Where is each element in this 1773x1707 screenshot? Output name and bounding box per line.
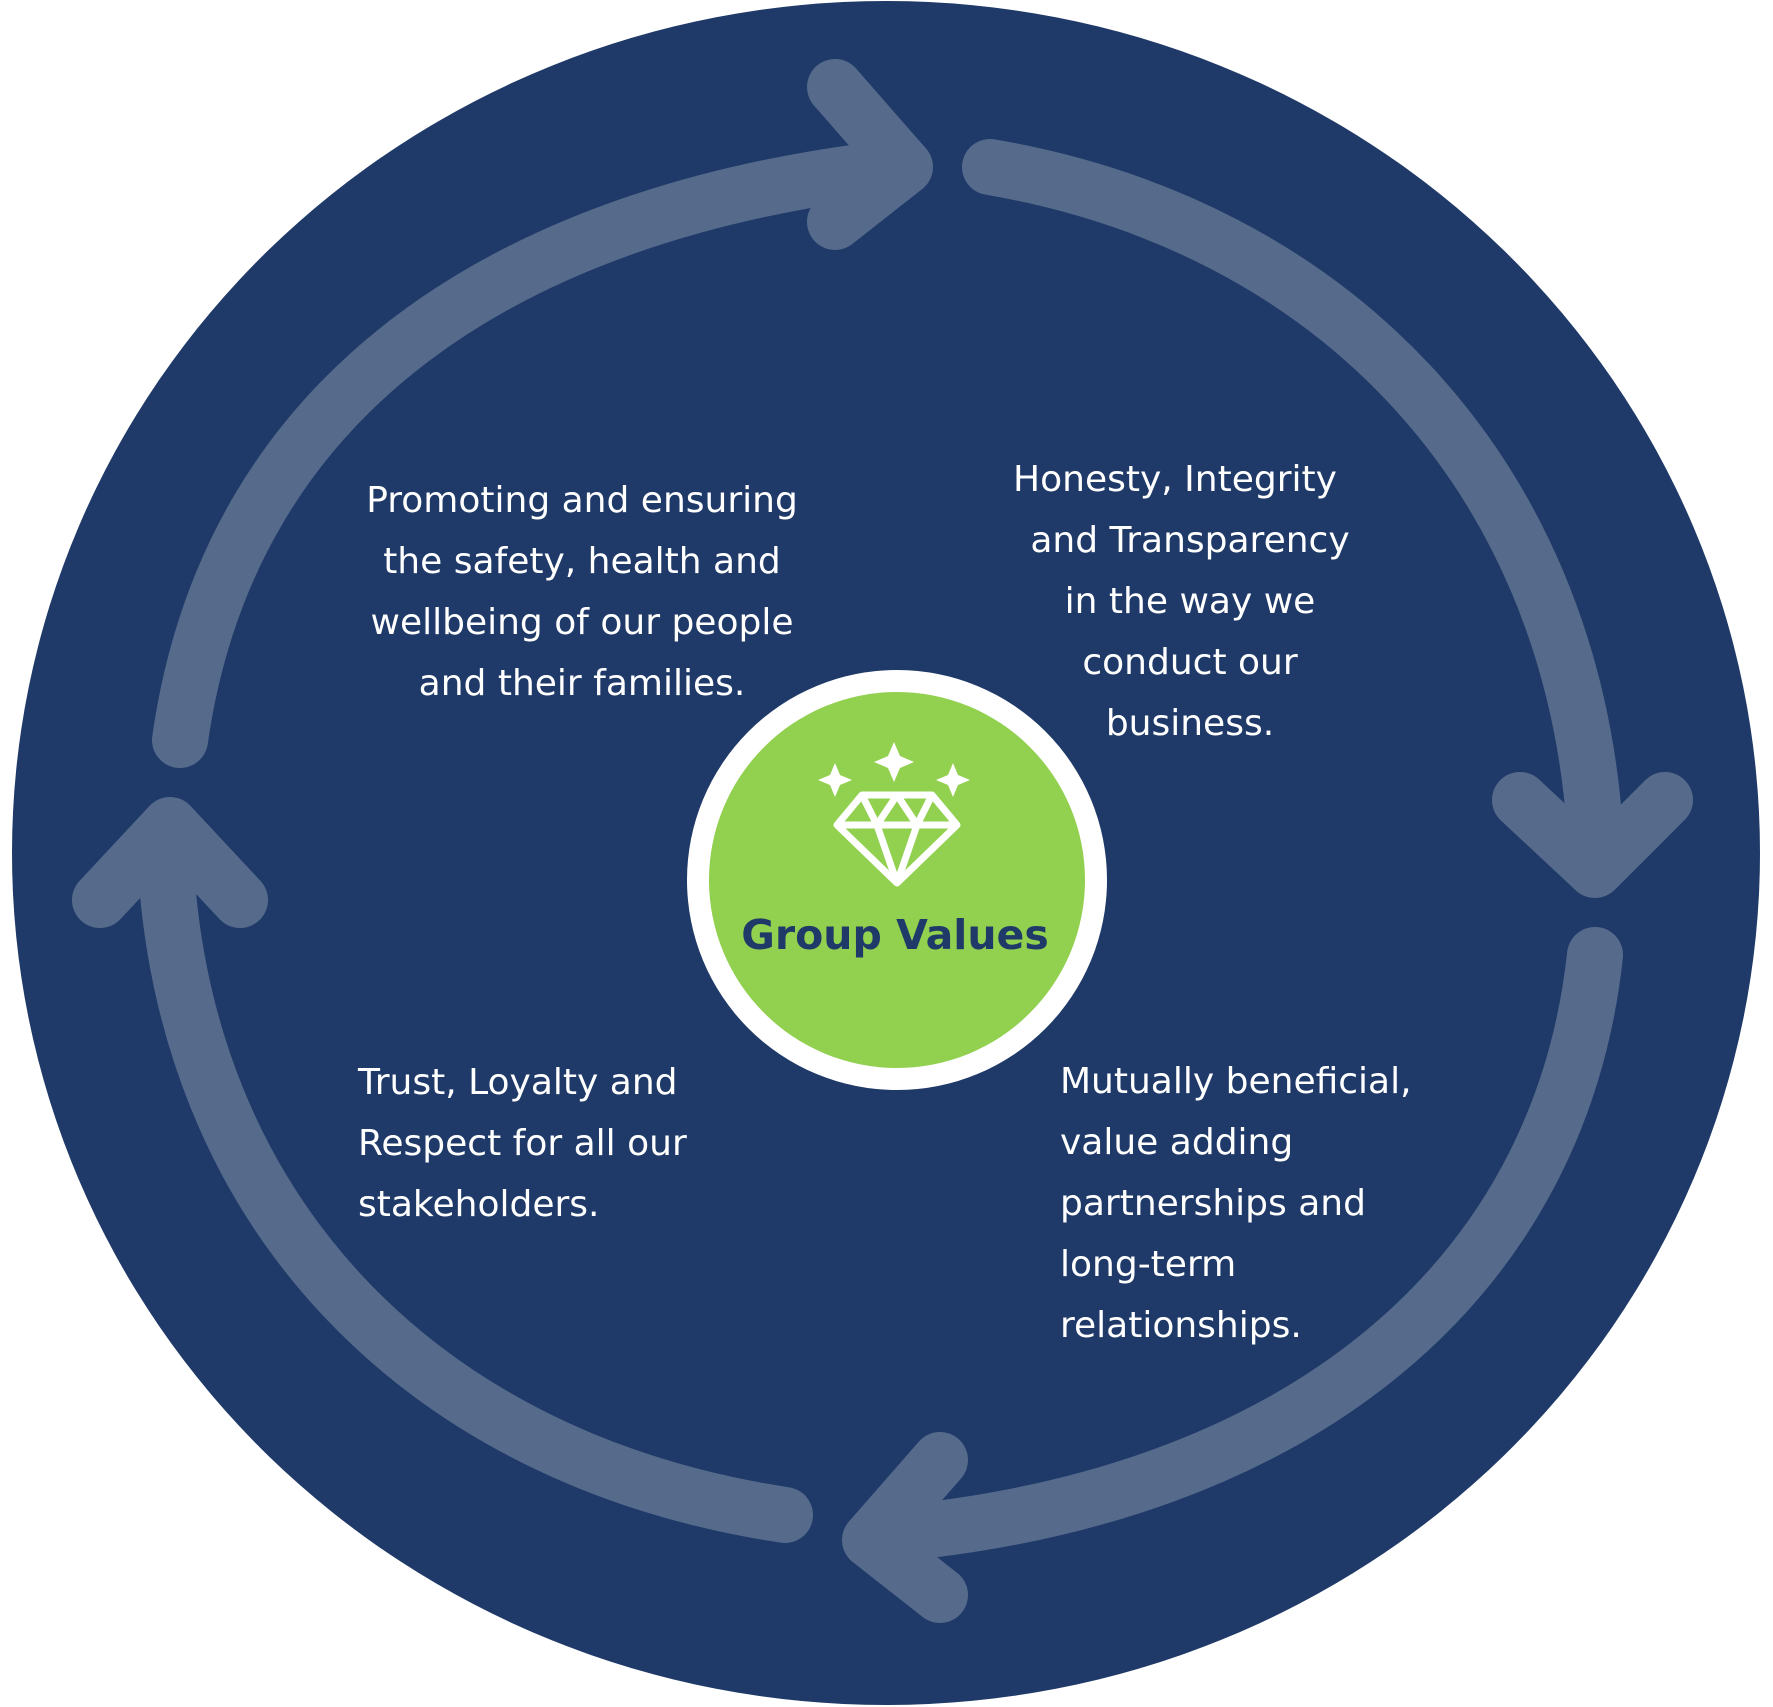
arrow-bottom-right	[852, 927, 1623, 1563]
value-safety-text: Promoting and ensuring the safety, healt…	[342, 470, 822, 714]
value-line: stakeholders.	[358, 1184, 600, 1225]
sparkle-icon	[818, 763, 852, 797]
sparkle-icon	[874, 742, 914, 782]
value-line: Respect for all our	[358, 1123, 687, 1164]
arrowhead-top	[807, 59, 933, 250]
value-line: wellbeing of our people	[370, 602, 794, 643]
value-line: relationships.	[1060, 1305, 1302, 1346]
value-line: Honesty, Integrity	[1013, 459, 1337, 500]
arrow-bottom-left	[137, 822, 813, 1543]
arrow-top-right	[962, 139, 1623, 858]
value-line: Promoting and ensuring	[366, 480, 798, 521]
sparkle-icon	[936, 763, 970, 797]
value-trust-text: Trust, Loyalty and Respect for all our s…	[358, 1052, 687, 1235]
diamond-icon	[818, 742, 970, 887]
value-line: value adding	[1060, 1122, 1294, 1163]
value-line: in the way we	[1064, 581, 1316, 622]
value-line: and Transparency	[1030, 520, 1350, 561]
arrowhead-left	[72, 797, 268, 928]
value-honesty-text: Honesty, Integrity and Transparency in t…	[990, 449, 1390, 754]
center-title: Group Values	[741, 911, 1049, 959]
arrowhead-bottom	[842, 1432, 968, 1623]
value-line: and their families.	[418, 663, 746, 704]
value-line: Trust, Loyalty and	[358, 1062, 678, 1103]
cycle-arrows	[72, 59, 1693, 1623]
value-line: long-term	[1060, 1244, 1237, 1285]
arrowhead-right	[1492, 772, 1693, 898]
value-line: conduct our	[1082, 642, 1298, 683]
value-partnerships-text: Mutually beneficial, value adding partne…	[1060, 1051, 1412, 1356]
value-line: business.	[1105, 703, 1275, 744]
value-line: the safety, health and	[383, 541, 781, 582]
value-line: Mutually beneficial,	[1060, 1061, 1412, 1102]
arrow-top-left	[152, 139, 928, 768]
value-line: partnerships and	[1060, 1183, 1366, 1224]
